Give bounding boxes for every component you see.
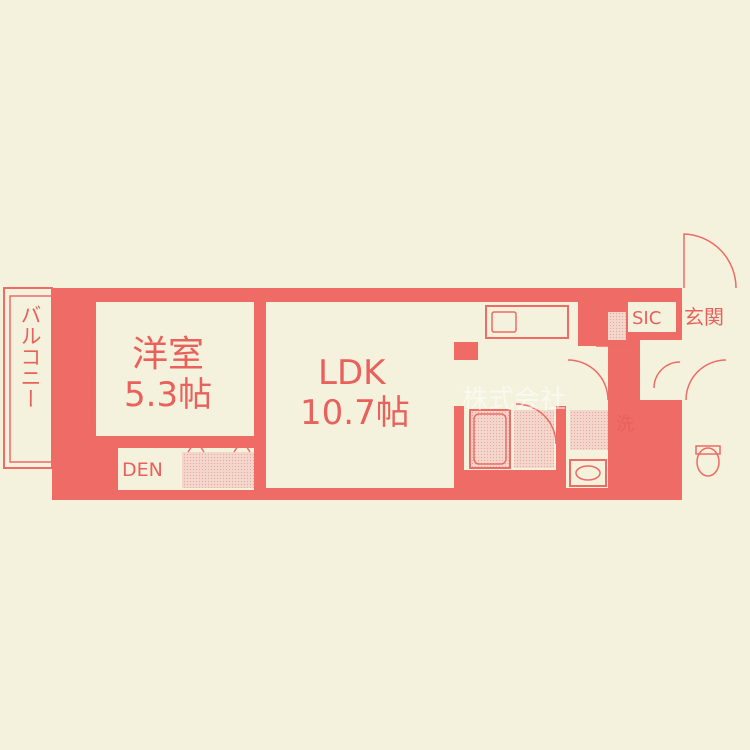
den-label: DEN [122, 459, 163, 481]
ldk-floor [266, 302, 454, 488]
toilet-bowl [696, 447, 720, 477]
ldk-size: 10.7帖 [300, 393, 410, 433]
door-swings [91, 233, 737, 460]
room-labels: 洋室 5.3帖 LDK 10.7帖 DEN SIC 玄関 洗 バルコニー [18, 304, 724, 481]
watermark: 株式会社 [462, 385, 566, 415]
den-shelf [182, 452, 254, 488]
western-room-floor [96, 302, 254, 436]
balcony-label: バルコニー [18, 304, 42, 409]
sic-label: SIC [632, 308, 661, 329]
hallway-floor [566, 346, 608, 406]
entrance-floor [682, 302, 734, 332]
western-room-name: 洋室 [132, 334, 204, 375]
washbasin [569, 459, 607, 487]
fixtures [182, 305, 721, 488]
washroom-label: 洗 [616, 414, 634, 435]
toilet-floor [684, 406, 728, 484]
bathtub [469, 409, 511, 469]
entrance-label: 玄関 [684, 305, 724, 329]
sic-floor [628, 302, 676, 332]
western-room-size: 5.3帖 [124, 375, 212, 415]
sink [491, 311, 517, 333]
ldk-name: LDK [318, 353, 387, 393]
balcony [3, 287, 53, 469]
toilet-tank [695, 445, 721, 455]
kitchen-counter [485, 305, 569, 339]
